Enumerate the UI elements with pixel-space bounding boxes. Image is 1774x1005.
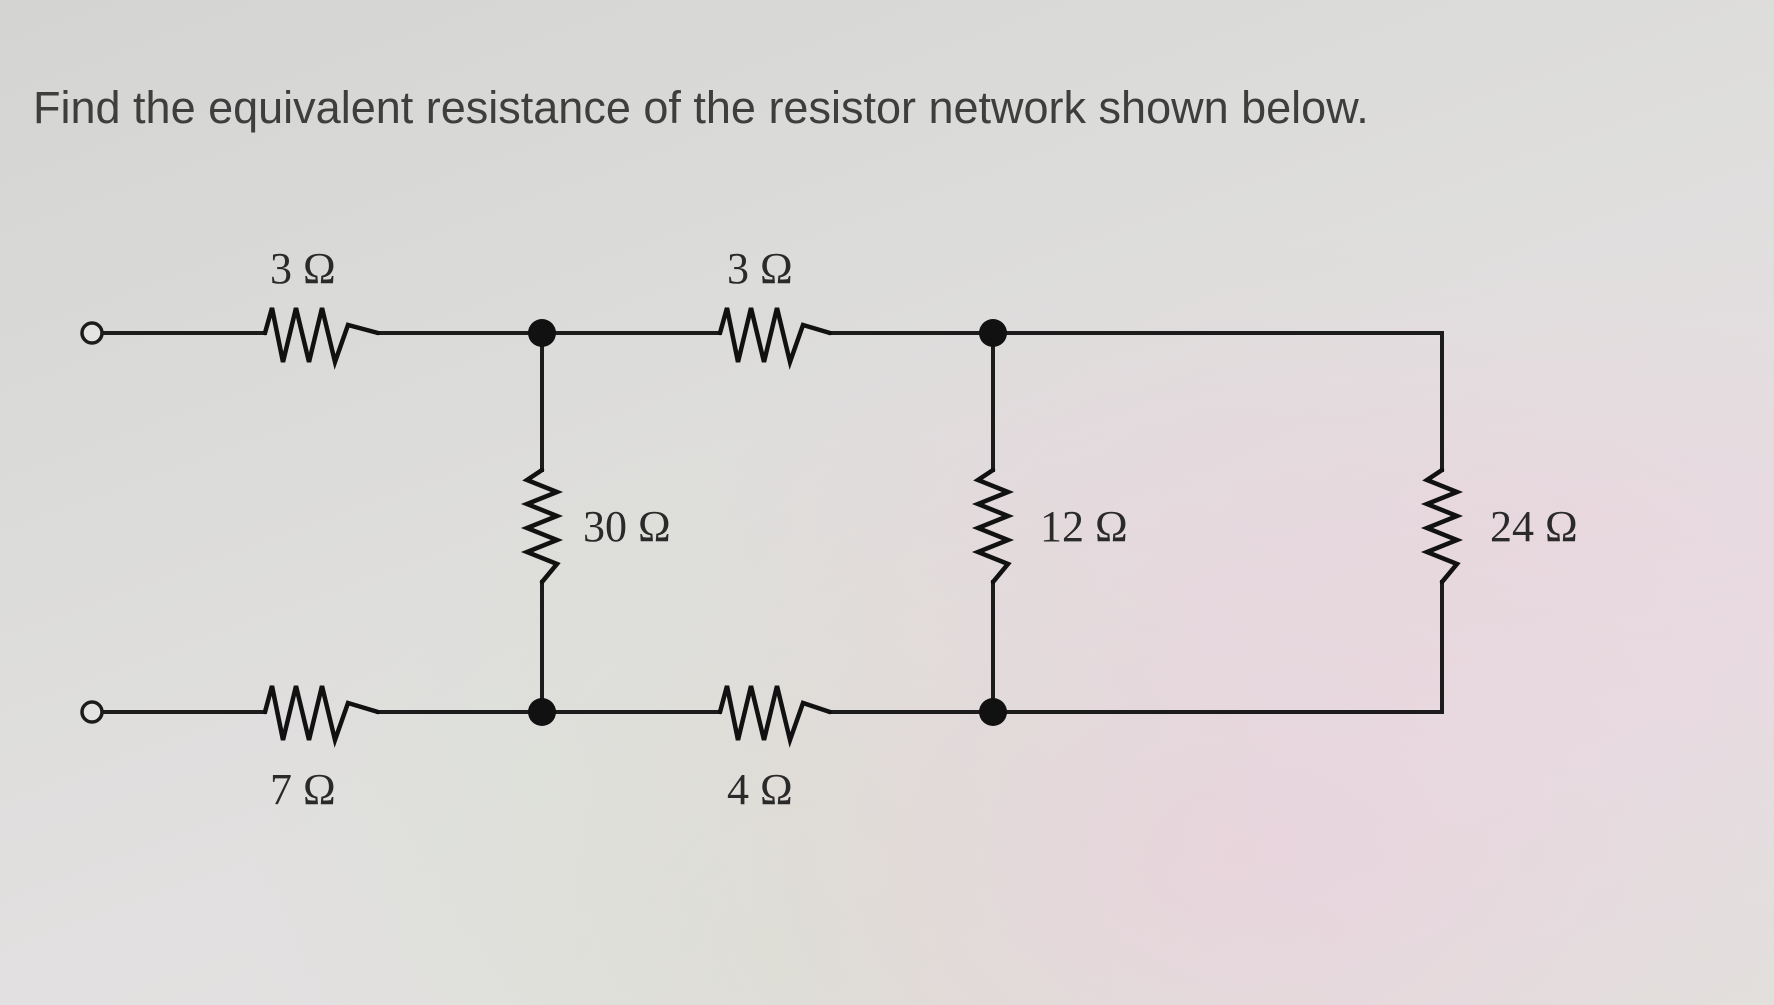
resistor-bottom-left [262, 685, 381, 748]
junction-node [979, 319, 1007, 347]
question-text: Find the equivalent resistance of the re… [33, 82, 1369, 133]
junction-node [528, 698, 556, 726]
label-bottom-left: 7 Ω [270, 765, 336, 814]
junction-node [979, 698, 1007, 726]
label-24-ohm: 24 Ω [1490, 502, 1578, 551]
label-30-ohm: 30 Ω [583, 502, 671, 551]
junction-node [528, 319, 556, 347]
vertical-wires [540, 331, 1444, 714]
label-bottom-middle: 4 Ω [727, 765, 793, 814]
resistor-top-left [262, 307, 381, 370]
resistor-12-ohm [971, 467, 1015, 585]
input-terminal-top [80, 321, 104, 345]
resistor-bottom-middle [717, 685, 833, 748]
resistor-top-middle [717, 307, 833, 370]
label-top-middle: 3 Ω [727, 244, 793, 293]
resistor-24-ohm [1420, 467, 1464, 585]
input-terminal-bottom [80, 700, 104, 724]
label-12-ohm: 12 Ω [1040, 502, 1128, 551]
label-top-left: 3 Ω [270, 244, 336, 293]
resistor-30-ohm [520, 467, 564, 585]
